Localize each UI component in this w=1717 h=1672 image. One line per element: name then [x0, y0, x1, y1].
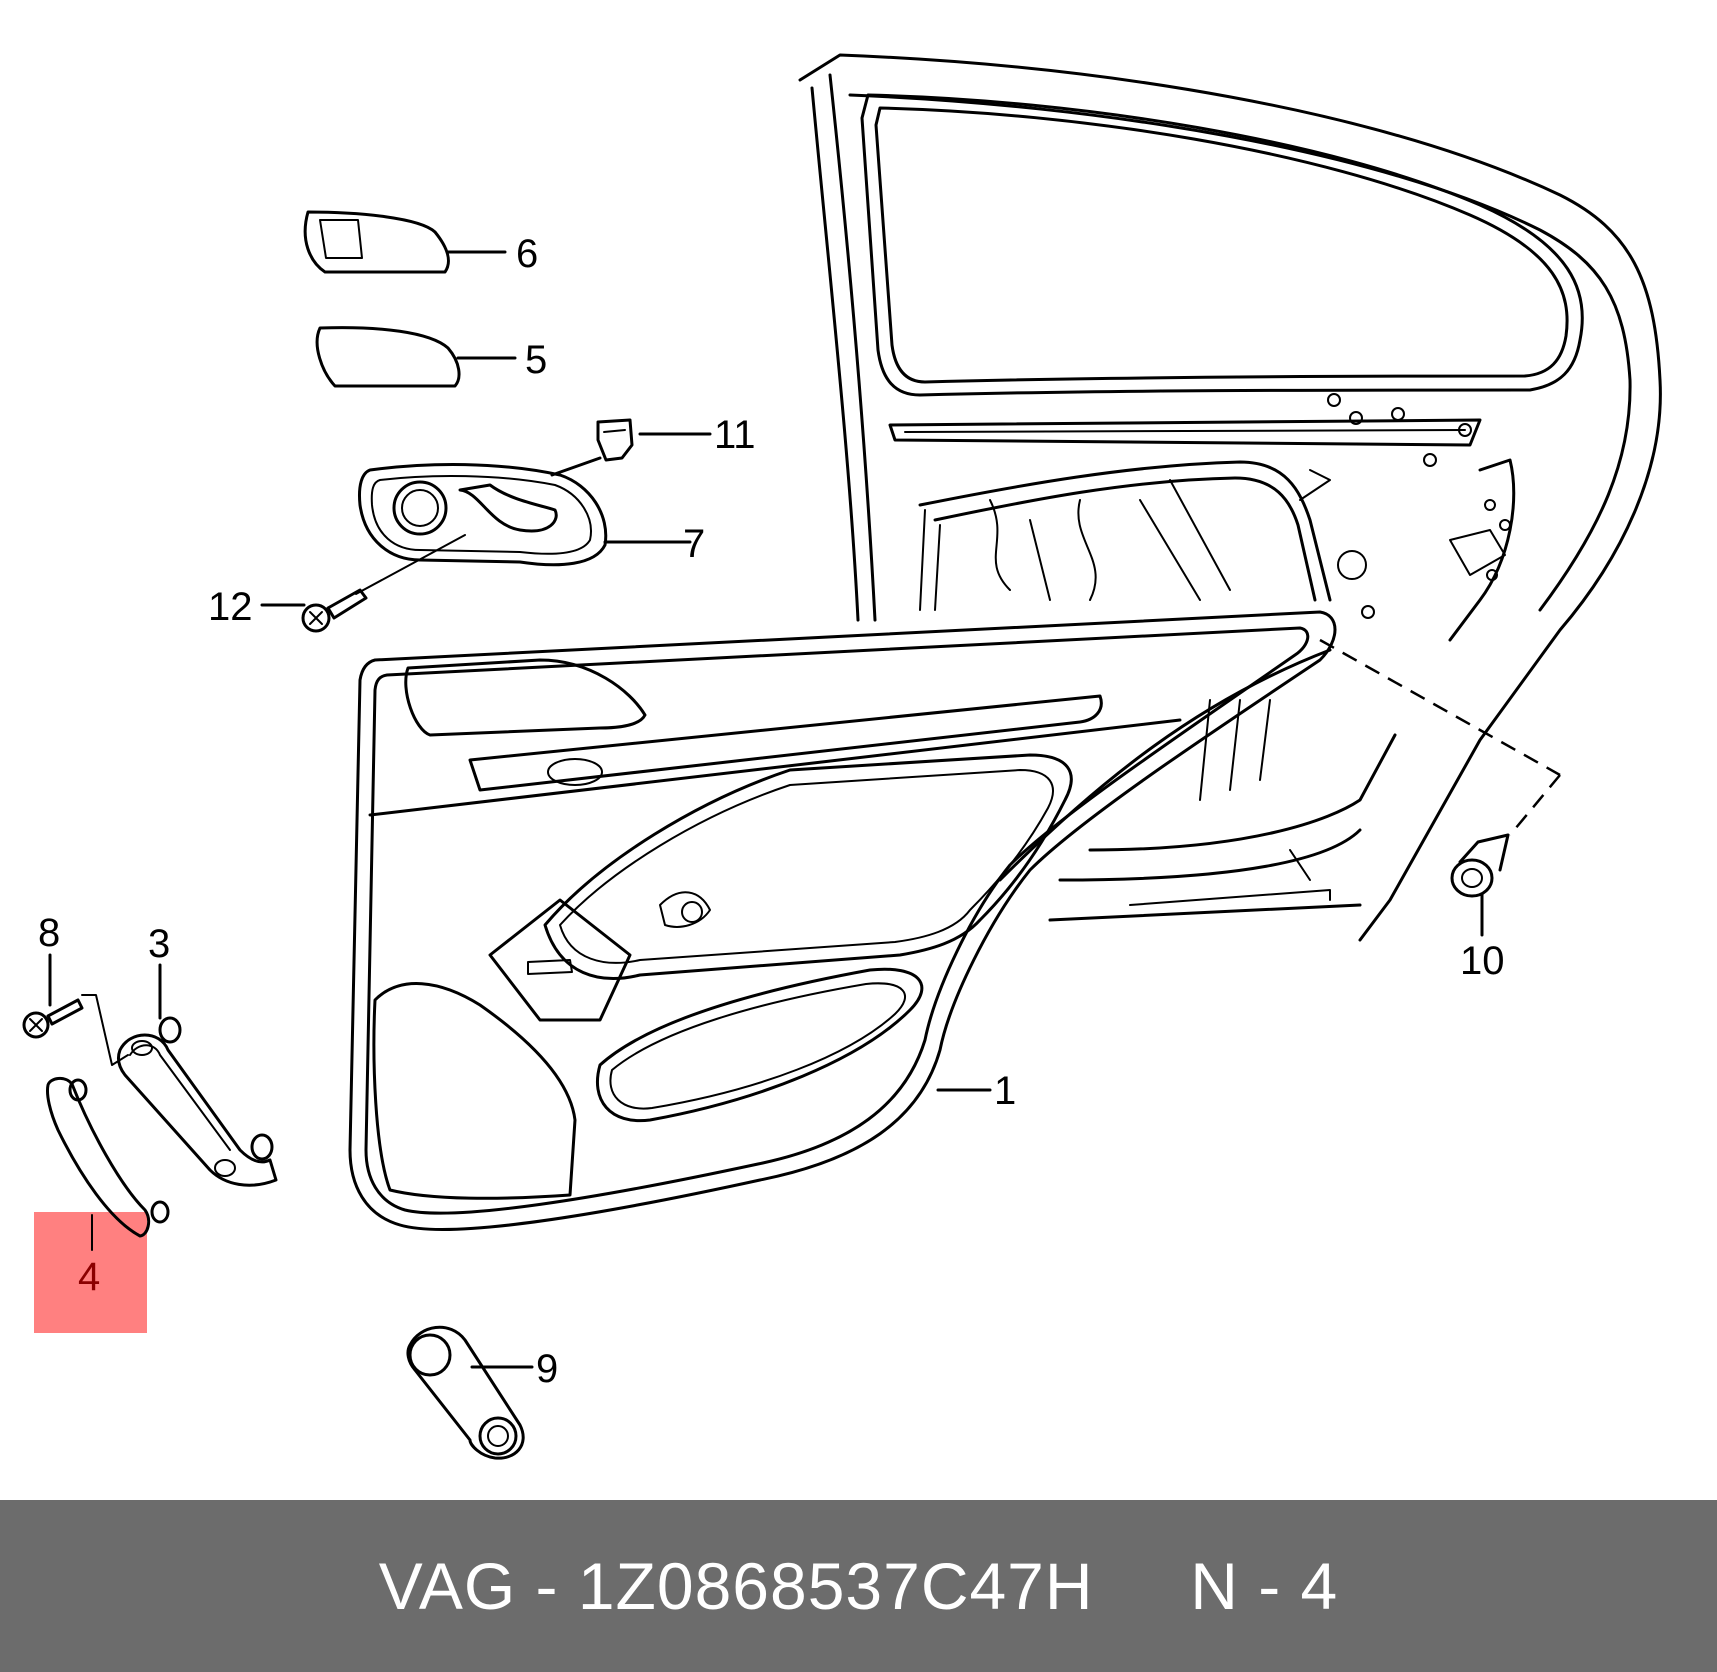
- part-8-screw: [22, 953, 129, 1066]
- part-4-grip-handle: [46, 1077, 170, 1251]
- callout-4: 4: [78, 1255, 100, 1299]
- callout-11: 11: [714, 413, 756, 457]
- highlight-part-4: [34, 1212, 147, 1333]
- caption-bar: VAG - 1Z0868537C47H N - 4: [0, 1500, 1717, 1672]
- caption-text: VAG - 1Z0868537C47H N - 4: [378, 1549, 1339, 1623]
- part-11-clip: [550, 418, 712, 477]
- door-trim-panel: [348, 610, 1337, 1231]
- exploded-parts-diagram: 6 5 11 7 12 8 3 10 1 4 9: [22, 53, 1662, 1460]
- callout-5: 5: [525, 338, 547, 382]
- part-6-handle-cover: [303, 210, 507, 274]
- callout-7: 7: [683, 522, 705, 566]
- part-5-cover: [315, 326, 517, 388]
- part-3-grip-bracket: [116, 963, 278, 1187]
- part-9-window-crank: [406, 1325, 534, 1460]
- door-frame: [798, 53, 1662, 942]
- part-12-screw: [260, 534, 466, 633]
- callout-9: 9: [536, 1347, 558, 1391]
- callout-1: 1: [994, 1069, 1016, 1113]
- part-10-clip: [1319, 638, 1561, 937]
- callout-12: 12: [208, 585, 253, 629]
- callout-6: 6: [516, 232, 538, 276]
- callout-10: 10: [1460, 939, 1505, 983]
- part-7-handle-bezel: [358, 463, 692, 567]
- callout-8: 8: [38, 911, 60, 955]
- callout-3: 3: [148, 922, 170, 966]
